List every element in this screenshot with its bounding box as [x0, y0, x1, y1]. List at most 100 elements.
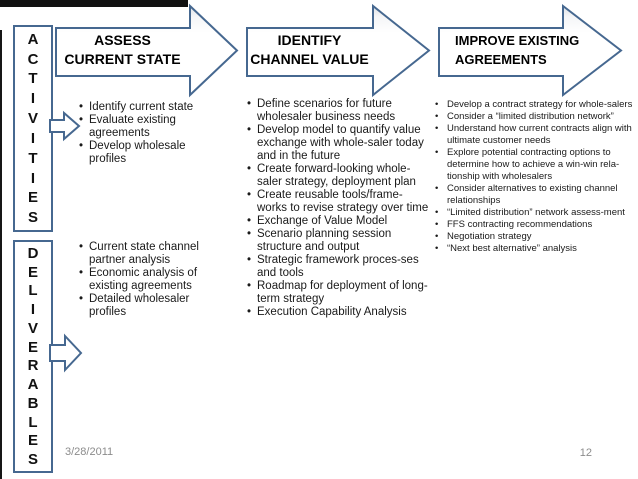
- bullet-text: “Next best alternative” analysis: [447, 243, 577, 254]
- bullet-dot-icon: •: [79, 114, 84, 126]
- vertical-letter: S: [27, 209, 38, 227]
- bullet-item: •Develop model to quantify value exchang…: [247, 124, 431, 163]
- vertical-letter: S: [27, 451, 38, 469]
- bullet-item: • Evaluate existing agreements: [79, 114, 219, 140]
- header-line: CURRENT STATE: [64, 51, 181, 67]
- assess-deliverables-list: •Current state channel partner analysis•…: [79, 241, 219, 319]
- vertical-letter: E: [27, 263, 38, 281]
- bullet-text: Explore potential contracting options to…: [447, 147, 620, 182]
- bullet-dot-icon: •: [247, 215, 252, 227]
- vertical-letter: E: [27, 189, 38, 207]
- bullet-text: Create forward-looking whole-saler strat…: [257, 163, 416, 188]
- header-line: CHANNEL VALUE: [250, 51, 369, 67]
- bullet-dot-icon: •: [79, 140, 84, 152]
- vertical-letter: V: [27, 110, 38, 128]
- bullet-text: Define scenarios for future wholesaler b…: [257, 98, 396, 123]
- bullet-dot-icon: •: [247, 306, 252, 318]
- header-line: ASSESS: [94, 32, 151, 48]
- bullet-text: Negotiation strategy: [447, 231, 532, 242]
- bullet-dot-icon: •: [247, 163, 252, 175]
- bullet-item: • Economic analysis of existing agreement…: [79, 267, 219, 293]
- vertical-letter: L: [28, 413, 38, 431]
- vertical-letter: I: [30, 301, 36, 319]
- bullet-item: •“Limited distribution” network assess-m…: [435, 207, 637, 219]
- bullet-dot-icon: •: [247, 98, 252, 110]
- bullet-dot-icon: •: [435, 243, 439, 254]
- bullet-text: Consider a “limited distribution network…: [447, 111, 614, 122]
- deliverables-pointer-arrow-icon: [49, 333, 83, 373]
- vertical-letter: E: [27, 432, 38, 450]
- identify-channel-value-list: • Define scenarios for future wholesaler …: [247, 98, 431, 319]
- bullet-item: • Define scenarios for future wholesaler …: [247, 98, 431, 124]
- bullet-text: Roadmap for deployment of long-term stra…: [257, 280, 428, 305]
- bullet-text: Scenario planning session structure and …: [257, 228, 392, 253]
- bullet-text: Execution Capability Analysis: [257, 306, 407, 318]
- bullet-item: •Understand how current contracts align …: [435, 123, 637, 147]
- bullet-text: Current state channel partner analysis: [89, 241, 199, 266]
- slide-date: 3/28/2011: [65, 446, 114, 458]
- bullet-text: Identify current state: [89, 101, 194, 113]
- bullet-dot-icon: •: [247, 189, 252, 201]
- bullet-text: Develop wholesale profiles: [89, 140, 186, 165]
- bullet-item: •Strategic framework proces-ses and tool…: [247, 254, 431, 280]
- vertical-letter: E: [27, 338, 38, 356]
- bullet-text: Detailed wholesaler profiles: [89, 293, 190, 318]
- bullet-dot-icon: •: [435, 99, 439, 110]
- bullet-dot-icon: •: [79, 267, 84, 279]
- bullet-text: Develop a contract strategy for whole-sa…: [447, 99, 633, 110]
- bullet-item: • Detailed wholesaler profiles: [79, 293, 219, 319]
- header-improve-existing-agreements: IMPROVE EXISTING AGREEMENTS: [455, 31, 625, 69]
- bullet-item: • Exchange of Value Model: [247, 215, 431, 228]
- improve-agreements-list: • Develop a contract strategy for whole-s…: [435, 99, 637, 255]
- header-line: AGREEMENTS: [455, 52, 547, 67]
- bullet-item: • Develop wholesale profiles: [79, 140, 219, 166]
- bullet-item: • Execution Capability Analysis: [247, 306, 431, 319]
- step-arrow-assess-current-state: [55, 3, 239, 98]
- bullet-dot-icon: •: [435, 147, 439, 158]
- top-edge-artifact: [0, 0, 188, 7]
- vertical-letter: D: [27, 244, 39, 262]
- bullet-item: •Current state channel partner analysis: [79, 241, 219, 267]
- header-line: IMPROVE EXISTING: [455, 33, 580, 48]
- bullet-text: Exchange of Value Model: [257, 215, 388, 227]
- bullet-item: • Consider alternatives to existing chann…: [435, 183, 637, 207]
- assess-activities-list: • Identify current state • Evaluate existin…: [79, 101, 219, 166]
- step-arrow-improve-existing-agreements: [438, 3, 623, 98]
- bullet-dot-icon: •: [247, 228, 252, 240]
- vertical-letter: I: [30, 129, 36, 147]
- bullet-item: • “Next best alternative” analysis: [435, 243, 637, 255]
- vertical-letter: T: [28, 70, 38, 88]
- bullet-text: Consider alternatives to existing channe…: [447, 183, 618, 206]
- bullet-item: • Explore potential contracting options t…: [435, 147, 637, 183]
- activities-pointer-arrow-icon: [49, 110, 81, 142]
- vertical-letter: A: [27, 30, 39, 48]
- bullet-text: Economic analysis of existing agreements: [89, 267, 198, 292]
- bullet-item: • Roadmap for deployment of long-term str…: [247, 280, 431, 306]
- header-identify-channel-value: IDENTIFY CHANNEL VALUE: [246, 31, 373, 69]
- bullet-text: Develop model to quantify value exchange…: [257, 124, 424, 162]
- vertical-letter: I: [30, 90, 36, 108]
- header-line: IDENTIFY: [277, 32, 342, 48]
- bullet-dot-icon: •: [79, 101, 84, 113]
- vertical-letter: V: [27, 319, 38, 337]
- bullet-item: •Consider a “limited distribution networ…: [435, 111, 637, 123]
- bullet-dot-icon: •: [247, 280, 252, 292]
- bullet-text: FFS contracting recommendations: [447, 219, 593, 230]
- bullet-dot-icon: •: [435, 231, 439, 242]
- vertical-letter: C: [27, 50, 39, 68]
- bullet-dot-icon: •: [247, 254, 252, 266]
- vertical-letter: L: [28, 282, 38, 300]
- bullet-item: • Create forward-looking whole-saler stra…: [247, 163, 431, 189]
- vertical-letter: R: [27, 357, 39, 375]
- vertical-letter: T: [28, 149, 38, 167]
- bullet-text: Evaluate existing agreements: [89, 114, 176, 139]
- bullet-dot-icon: •: [435, 219, 439, 230]
- bullet-dot-icon: •: [79, 293, 84, 305]
- step-arrow-identify-channel-value: [246, 3, 431, 98]
- bullet-dot-icon: •: [435, 183, 439, 194]
- left-edge-artifact: [0, 30, 2, 479]
- bullet-text: Create reusable tools/frame-works to rev…: [257, 189, 429, 214]
